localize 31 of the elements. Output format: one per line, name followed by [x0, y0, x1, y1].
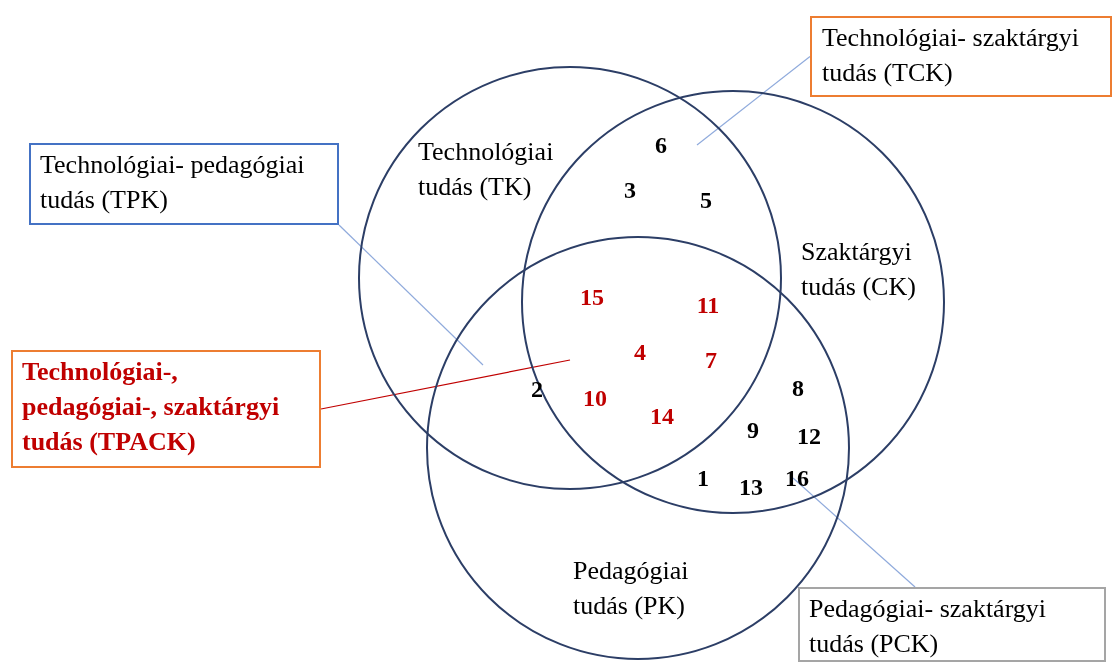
- callout-box: [11, 350, 321, 468]
- circle-label: Pedagógiai tudás (PK): [573, 555, 690, 622]
- circle-label: Technológiai tudás (TK): [418, 136, 555, 203]
- callout-box: [798, 587, 1106, 662]
- item-number: 7: [705, 348, 717, 372]
- item-number: 9: [747, 418, 759, 442]
- item-number: 12: [797, 424, 821, 448]
- item-number: 6: [655, 133, 667, 157]
- item-number: 14: [650, 404, 674, 428]
- callout-box: [29, 143, 339, 225]
- item-number: 5: [700, 188, 712, 212]
- item-number: 8: [792, 376, 804, 400]
- item-number: 2: [531, 377, 543, 401]
- item-number: 1: [697, 466, 709, 490]
- item-number: 10: [583, 386, 607, 410]
- callout-text: Technológiai- pedagógiai tudás (TPK): [40, 149, 306, 216]
- callout-box: [810, 16, 1112, 97]
- item-number: 11: [696, 293, 720, 317]
- leader-line: [338, 224, 484, 366]
- callout-text: Pedagógiai- szaktárgyi tudás (PCK): [809, 593, 1048, 660]
- item-number: 3: [624, 178, 636, 202]
- item-number: 16: [785, 466, 809, 490]
- item-number: 15: [580, 285, 604, 309]
- callout-text: Technológiai- szaktárgyi tudás (TCK): [822, 22, 1080, 89]
- leader-line: [696, 55, 811, 146]
- item-number: 13: [739, 475, 763, 499]
- circle-label: Szaktárgyi tudás (CK): [801, 236, 917, 303]
- callout-text: Technológiai-, pedagógiai-, szaktárgyi tudás (TPACK): [22, 356, 281, 458]
- leader-line: [792, 477, 916, 588]
- leader-line: [320, 359, 571, 410]
- item-number: 4: [634, 340, 646, 364]
